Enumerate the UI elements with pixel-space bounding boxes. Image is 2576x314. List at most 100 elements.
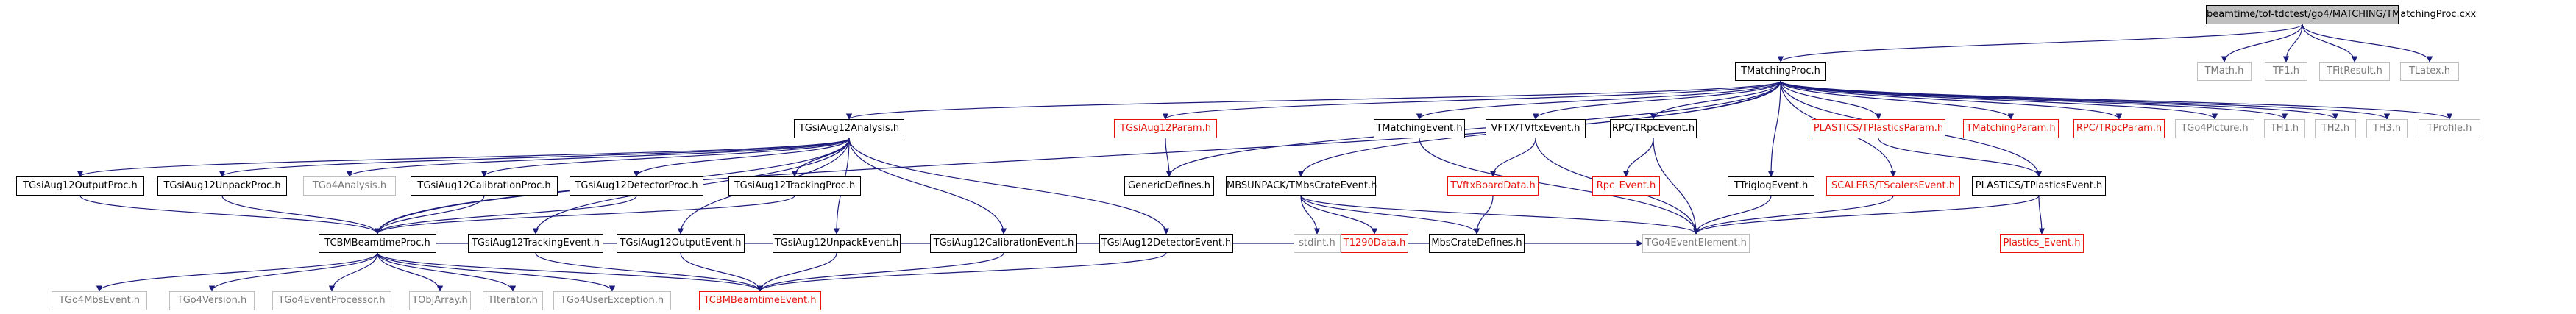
node-tgsiaug12trackingproc[interactable]: TGsiAug12TrackingProc.h [728,176,861,196]
edge-root-file-to-tmatchingproc [1778,24,2303,63]
edge-scalers-tscalersevent-to-tgo4eventelement [1692,195,1894,235]
node-tf1[interactable]: TF1.h [2265,62,2307,81]
node-tgsiaug12unpackproc[interactable]: TGsiAug12UnpackProc.h [157,176,287,196]
node-tgsiaug12calibrationproc[interactable]: TGsiAug12CalibrationProc.h [411,176,558,196]
node-tvftxboarddata[interactable]: TVftxBoardData.h [1447,176,1539,196]
node-mbscratedefines[interactable]: MbsCrateDefines.h [1429,234,1525,253]
edge-tmatchingproc-to-tgsiaug12param [1163,80,1781,120]
edge-tmatchingproc-to-tgsiaug12analysis [846,80,1781,120]
edge-tmatchingproc-to-tgo4picture [1780,80,2218,120]
edge-tmatchingproc-to-tprofile [1780,80,2452,120]
node-scalers-tscalersevent[interactable]: SCALERS/TScalersEvent.h [1826,176,1960,196]
node-tgo4analysis[interactable]: TGo4Analysis.h [303,176,396,196]
node-stdint[interactable]: stdint.h [1294,234,1341,253]
edge-tgsiaug12trackingproc-to-tcbmbeamtimeproc [374,195,795,235]
edge-tvftxboarddata-to-mbscratedefines [1473,195,1494,235]
node-t1290data[interactable]: T1290Data.h [1341,234,1408,253]
node-titerator[interactable]: TIterator.h [483,291,543,310]
edge-tmatchingproc-to-vftx-tvftxevent [1532,80,1781,120]
edge-rpc-trpcevent-to-tgo4eventelement [1653,138,1700,235]
edge-tgsiaug12analysis-to-tgsiaug12calibrationevent [848,138,1007,235]
edge-tgsiaug12analysis-to-tgsiaug12unpackproc [219,138,850,177]
edge-tcbmbeamtimeproc-to-titerator [377,252,517,292]
edge-tgsiaug12outputproc-to-tcbmbeamtimeproc [79,195,381,235]
node-mbsunpack-tmbscrateevent[interactable]: MBSUNPACK/TMbsCrateEvent.h [1226,176,1377,196]
node-th1[interactable]: TH1.h [2264,119,2305,138]
node-tgsiaug12outputevent[interactable]: TGsiAug12OutputEvent.h [617,234,745,253]
node-tcbmbeamtimeevent[interactable]: TCBMBeamtimeEvent.h [699,291,821,310]
node-plastics-tplasticsparam[interactable]: PLASTICS/TPlasticsParam.h [1812,119,1945,138]
edge-mbsunpack-tmbscrateevent-to-tgo4eventelement [1300,195,1700,235]
edge-tgsiaug12param-to-genericdefines [1165,138,1173,177]
node-tgo4eventelement[interactable]: TGo4EventElement.h [1642,234,1750,253]
edge-tmatchingproc-to-tcbmbeamtimeproc [374,80,1781,235]
node-tgsiaug12unpackevent[interactable]: TGsiAug12UnpackEvent.h [773,234,901,253]
node-vftx-tvftxevent[interactable]: VFTX/TVftxEvent.h [1486,119,1586,138]
node-plastics-tplasticsevent[interactable]: PLASTICS/TPlasticsEvent.h [1972,176,2106,196]
edge-tcbmbeamtimeproc-to-tgo4eventprocessor [328,252,378,292]
node-tgsiaug12detectorproc[interactable]: TGsiAug12DetectorProc.h [570,176,703,196]
node-tmatchingevent[interactable]: TMatchingEvent.h [1374,119,1465,138]
edge-vftx-tvftxevent-to-tvftxboarddata [1489,138,1536,177]
edge-tgsiaug12analysis-to-tgsiaug12detectorevent [848,138,1170,235]
node-tfitresult[interactable]: TFitResult.h [2319,62,2390,81]
node-tgsiaug12trackingevent[interactable]: TGsiAug12TrackingEvent.h [468,234,603,253]
node-tgsiaug12calibrationevent[interactable]: TGsiAug12CalibrationEvent.h [930,234,1077,253]
edge-tgsiaug12unpackproc-to-tcbmbeamtimeproc [221,195,381,235]
edge-tcbmbeamtimeproc-to-tcbmbeamtimeevent [377,252,764,292]
edge-mbsunpack-tmbscrateevent-to-stdint [1300,195,1321,235]
edge-tgsiaug12calibrationevent-to-tcbmbeamtimeevent [756,252,1004,292]
edge-tmatchingproc-to-th1 [1780,80,2288,120]
edge-mbsunpack-tmbscrateevent-to-t1290data [1300,195,1378,235]
edge-plastics-tplasticsevent-to-plastics-event [2038,195,2045,235]
node-tgo4mbsevent[interactable]: TGo4MbsEvent.h [52,291,147,310]
node-tgsiaug12analysis[interactable]: TGsiAug12Analysis.h [794,119,904,138]
node-genericdefines[interactable]: GenericDefines.h [1124,176,1214,196]
node-tgsiaug12param[interactable]: TGsiAug12Param.h [1114,119,1217,138]
node-tgo4version[interactable]: TGo4Version.h [169,291,255,310]
node-ttriglogevent[interactable]: TTriglogEvent.h [1728,176,1814,196]
node-tmatchingparam[interactable]: TMatchingParam.h [1963,119,2059,138]
node-tgo4picture[interactable]: TGo4Picture.h [2175,119,2254,138]
edge-tmatchingevent-to-tgo4eventelement [1419,138,1700,235]
edge-tgsiaug12analysis-to-tgsiaug12outputproc [77,138,850,177]
edge-root-file-to-tlatex [2302,24,2433,63]
node-root-file[interactable]: beamtime/tof-tdctest/go4/MATCHING/TMatch… [2206,5,2476,24]
node-tmatchingproc[interactable]: TMatchingProc.h [1735,62,1826,81]
edge-rpc-trpcevent-to-rpc-event [1622,138,1654,177]
node-tobjarray[interactable]: TObjArray.h [409,291,471,310]
edge-mbsunpack-tmbscrateevent-to-mbscratedefines [1300,195,1480,235]
node-tmath[interactable]: TMath.h [2197,62,2252,81]
node-tgsiaug12detectorevent[interactable]: TGsiAug12DetectorEvent.h [1099,234,1233,253]
edge-tgsiaug12trackingevent-to-tcbmbeamtimeevent [535,252,764,292]
edge-tmatchingproc-to-rpc-trpcevent [1650,80,1781,120]
edge-tmatchingproc-to-genericdefines [1165,80,1781,177]
node-tgsiaug12outputproc[interactable]: TGsiAug12OutputProc.h [16,176,144,196]
edge-tmatchingproc-to-tmatchingparam [1780,80,2015,120]
edge-tmatchingproc-to-ttriglogevent [1767,80,1781,177]
edge-ttriglogevent-to-tgo4eventelement [1692,195,1772,235]
node-tcbmbeamtimeproc[interactable]: TCBMBeamtimeProc.h [319,234,436,253]
node-tlatex[interactable]: TLatex.h [2400,62,2459,81]
edge-tgsiaug12analysis-to-tgsiaug12detectorproc [633,138,850,177]
edge-tgsiaug12outputevent-to-tcbmbeamtimeevent [680,252,764,292]
edge-tgsiaug12analysis-to-tgsiaug12calibrationproc [480,138,850,177]
node-tprofile[interactable]: TProfile.h [2419,119,2480,138]
node-rpc-event[interactable]: Rpc_Event.h [1592,176,1660,196]
edge-root-file-to-tmath [2221,24,2303,63]
node-rpc-trpcevent[interactable]: RPC/TRpcEvent.h [1610,119,1697,138]
node-th3[interactable]: TH3.h [2366,119,2408,138]
edge-tmatchingproc-to-plastics-tplasticsparam [1780,80,1882,120]
node-rpc-trpcparam[interactable]: RPC/TRpcParam.h [2073,119,2165,138]
edge-tgsiaug12detectorevent-to-tcbmbeamtimeevent [756,252,1167,292]
edge-tcbmbeamtimeproc-to-tgo4userexception [377,252,616,292]
edge-tcbmbeamtimeproc-to-tgo4mbsevent [96,252,378,292]
node-plastics-event[interactable]: Plastics_Event.h [2000,234,2084,253]
edge-tgsiaug12detectorproc-to-tcbmbeamtimeproc [374,195,637,235]
node-tgo4eventprocessor[interactable]: TGo4EventProcessor.h [272,291,391,310]
edge-root-file-to-tfitresult [2302,24,2358,63]
node-th2[interactable]: TH2.h [2315,119,2356,138]
node-tgo4userexception[interactable]: TGo4UserException.h [553,291,671,310]
edge-tgsiaug12unpackevent-to-tcbmbeamtimeevent [756,252,837,292]
